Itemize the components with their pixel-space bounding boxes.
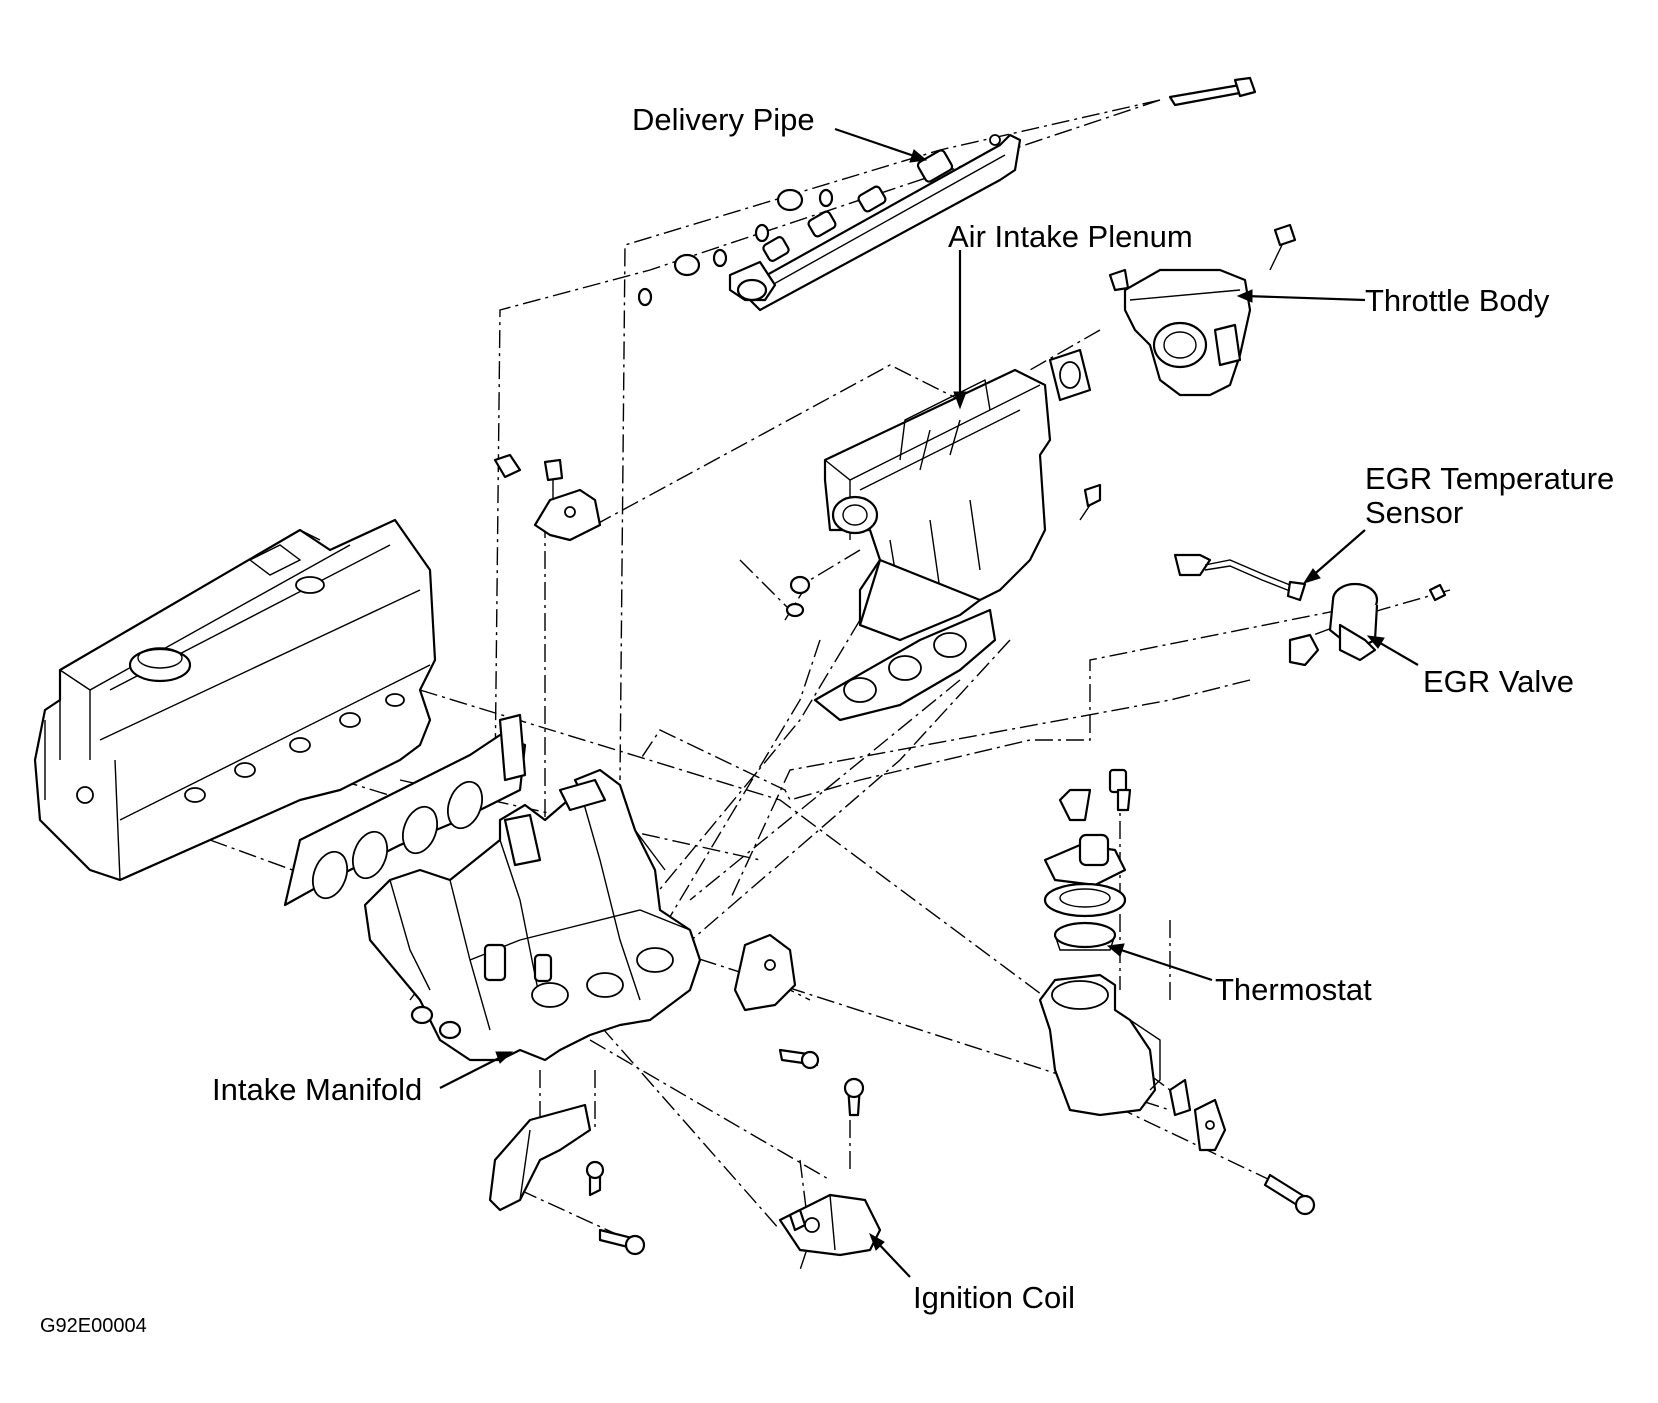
delivery-pipe xyxy=(728,133,1022,312)
injector-seals xyxy=(637,76,1257,307)
pipe-bracket xyxy=(493,453,602,542)
throttle-body xyxy=(1108,223,1297,397)
manifold-stay xyxy=(488,1103,592,1212)
egr-temperature-sensor xyxy=(1173,553,1307,602)
leader-lines xyxy=(439,127,1419,1278)
throttle-body-gasket xyxy=(1048,348,1092,402)
fasteners xyxy=(410,788,1316,1256)
label-thermostat: Thermostat xyxy=(1215,972,1372,1007)
label-egr-temperature-line2: Sensor xyxy=(1365,495,1464,530)
cylinder-head xyxy=(33,518,437,882)
manifold-brace xyxy=(733,933,797,1012)
coil-bracket-plate xyxy=(1193,1098,1227,1152)
intake-manifold xyxy=(363,768,702,1062)
label-intake-manifold: Intake Manifold xyxy=(212,1072,423,1107)
ignition-coil xyxy=(778,1193,882,1257)
label-air-intake-plenum: Air Intake Plenum xyxy=(948,219,1193,254)
plenum-bolts xyxy=(785,483,1102,618)
label-egr-valve: EGR Valve xyxy=(1423,664,1575,699)
label-throttle-body: Throttle Body xyxy=(1365,283,1550,318)
intake-manifold-gasket xyxy=(283,713,527,907)
label-delivery-pipe: Delivery Pipe xyxy=(632,102,815,137)
plenum-gasket xyxy=(813,608,997,722)
air-intake-plenum xyxy=(823,368,1052,642)
egr-valve xyxy=(1288,582,1447,667)
label-ignition-coil: Ignition Coil xyxy=(913,1280,1075,1315)
figure-code: G92E00004 xyxy=(40,1315,147,1337)
thermostat-assembly xyxy=(1038,768,1192,1117)
label-egr-temperature-line1: EGR Temperature xyxy=(1365,461,1615,496)
